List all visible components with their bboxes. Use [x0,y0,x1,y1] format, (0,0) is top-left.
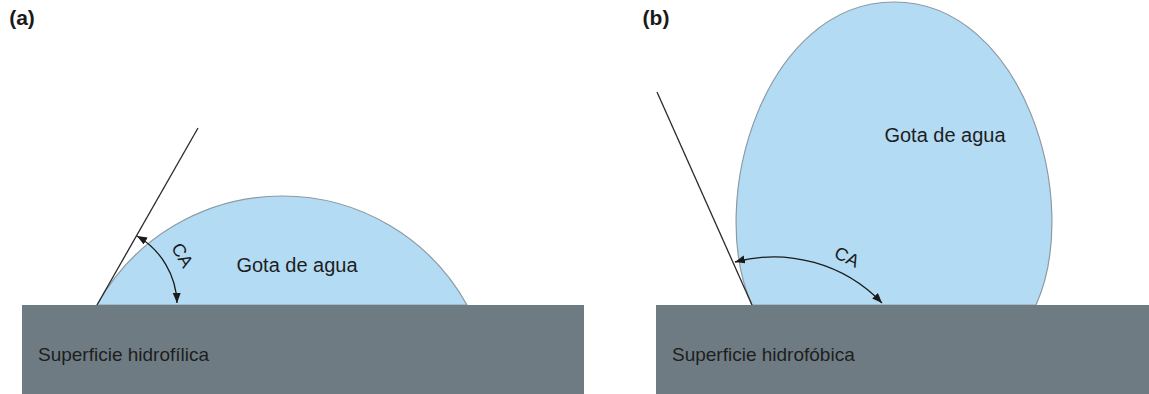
panel-letter: (b) [643,5,670,30]
drop-shape [97,196,467,305]
drop-outline [95,194,469,307]
drop-shape [736,2,1052,305]
surface-slab: Superficie hidrofílica [22,305,584,394]
drop-label: Gota de agua [236,253,357,277]
panel-letter: (a) [9,5,35,30]
drop-label: Gota de agua [884,123,1005,147]
water-drop: Gota de agua [730,0,1060,308]
drop-outline [730,0,1060,308]
surface-label: Superficie hidrofóbica [672,344,855,367]
surface-slab: Superficie hidrofóbica [656,305,1149,394]
water-drop: Gota de agua [95,194,469,307]
surface-label: Superficie hidrofílica [38,344,209,367]
